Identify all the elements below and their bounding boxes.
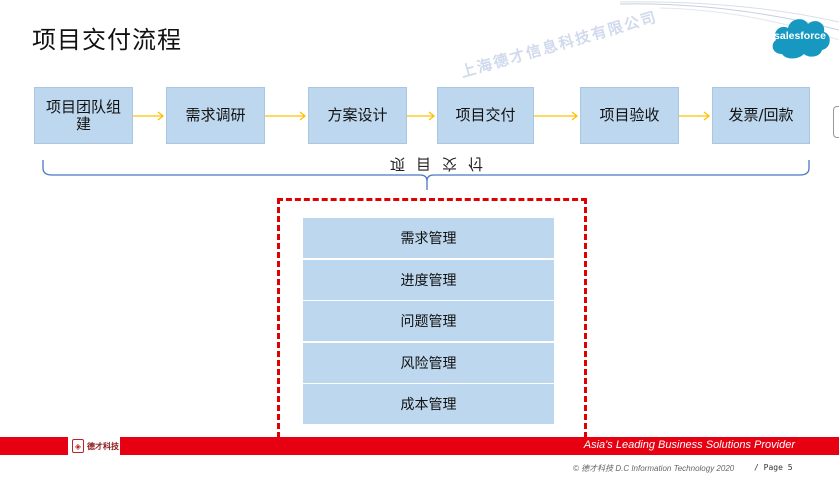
step-team-build: 项目团队组建 — [34, 87, 133, 144]
salesforce-logo: salesforce — [768, 14, 832, 60]
step-requirements: 需求调研 — [166, 87, 265, 144]
mgmt-risk: 风险管理 — [303, 343, 554, 383]
arrowhead-icon — [299, 111, 307, 121]
step-invoice-payment: 发票/回款 — [712, 87, 810, 144]
step-solution-design: 方案设计 — [308, 87, 407, 144]
cloud-icon — [772, 19, 830, 59]
arrowhead-icon — [428, 111, 436, 121]
footer-brand: 德才科技 — [87, 441, 119, 451]
footer-logo: ◈ 德才科技 — [68, 435, 120, 457]
step-delivery: 项目交付 — [437, 87, 534, 144]
arrowhead-icon — [571, 111, 579, 121]
step-acceptance: 项目验收 — [580, 87, 679, 144]
brace-label: 项目交付 — [390, 155, 495, 173]
slide-title: 项目交付流程 — [32, 26, 182, 54]
mgmt-requirements: 需求管理 — [303, 218, 554, 258]
mgmt-progress: 进度管理 — [303, 260, 554, 300]
mgmt-issues: 问题管理 — [303, 301, 554, 341]
copyright-text: © 德才科技 D.C Information Technology 2020 — [573, 464, 735, 473]
logo-text: salesforce — [774, 30, 826, 42]
company-seal-icon: ◈ — [72, 439, 84, 453]
page-number: / Page 5 — [754, 463, 793, 472]
side-tab-handle[interactable] — [833, 106, 839, 138]
footer-tagline: Asia's Leading Business Solutions Provid… — [583, 439, 795, 451]
footer-bar — [0, 437, 839, 455]
arrowhead-icon — [157, 111, 165, 121]
mgmt-cost: 成本管理 — [303, 384, 554, 424]
arrowhead-icon — [703, 111, 711, 121]
management-dashed-frame — [277, 198, 587, 438]
